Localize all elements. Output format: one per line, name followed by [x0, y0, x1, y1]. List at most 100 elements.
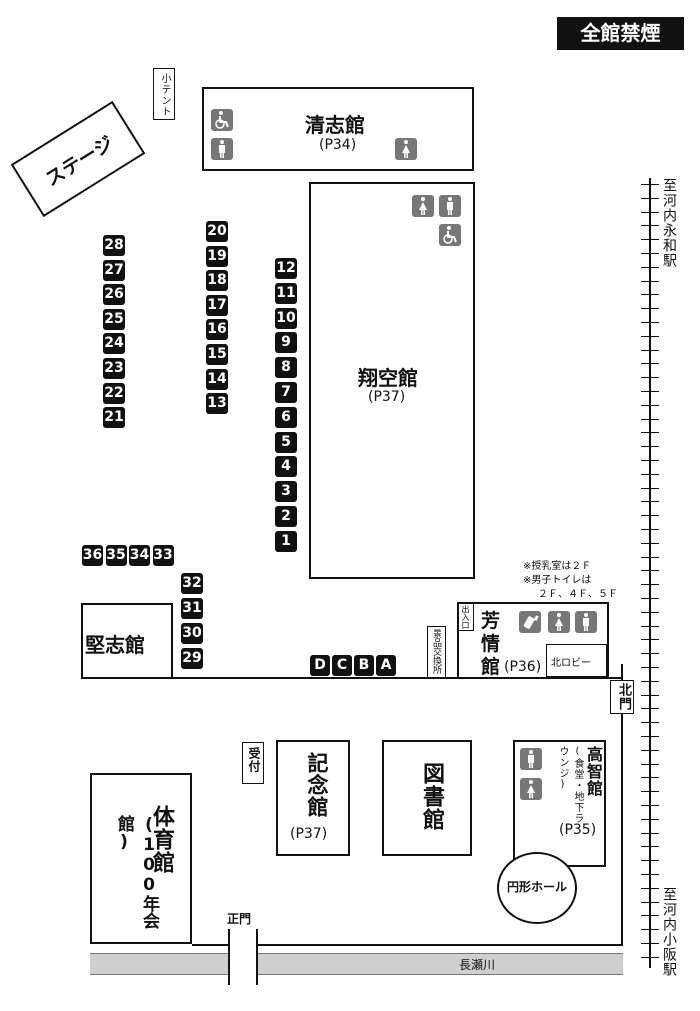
booth-6[interactable]: 6 — [275, 406, 297, 428]
booth-33[interactable]: 33 — [152, 545, 174, 566]
building-seishi-page: (P34) — [319, 137, 357, 153]
booth-3[interactable]: 3 — [275, 481, 297, 503]
building-tosho[interactable]: 図書館 — [382, 740, 472, 856]
note-floors: ２Ｆ、４Ｆ、５Ｆ — [538, 589, 618, 600]
river: 長瀬川 — [90, 953, 623, 975]
female-toilet-icon — [520, 778, 542, 800]
building-seishi[interactable]: 清志館 (P34) — [202, 87, 474, 171]
no-smoking-text: 全館禁煙 — [580, 21, 661, 45]
railway-tick — [641, 612, 659, 613]
booth-1[interactable]: 1 — [275, 530, 297, 552]
railway-tick — [641, 860, 659, 861]
building-seishi-name: 清志館 — [305, 113, 365, 137]
railway-tick — [641, 281, 659, 282]
railway-tick — [641, 874, 659, 875]
railway-tick — [641, 653, 659, 654]
booth-5[interactable]: 5 — [275, 431, 297, 453]
booth-22[interactable]: 22 — [103, 382, 125, 404]
railway-tick — [641, 639, 659, 640]
booth-21[interactable]: 21 — [103, 407, 125, 429]
building-houjou-name-1: 芳 — [481, 610, 501, 632]
booth-D[interactable]: D — [310, 655, 330, 676]
east-road-line — [621, 664, 623, 946]
railway-tick — [641, 529, 659, 530]
railway-tick — [641, 446, 659, 447]
circle-hall[interactable]: 円形ホール — [497, 852, 577, 924]
railway-tick — [641, 350, 659, 351]
booth-11[interactable]: 11 — [275, 282, 297, 304]
railway-tick — [641, 377, 659, 378]
railway-tick — [641, 846, 659, 847]
small-tent-label: 小テント — [159, 73, 170, 117]
booth-13[interactable]: 13 — [206, 393, 228, 415]
booth-B[interactable]: B — [354, 655, 374, 676]
booth-7[interactable]: 7 — [275, 382, 297, 403]
notes: ※授乳室は２Ｆ ※男子トイレは ２Ｆ、４Ｆ、５Ｆ — [523, 560, 618, 602]
booth-32[interactable]: 32 — [181, 573, 203, 594]
booth-10[interactable]: 10 — [275, 307, 297, 329]
railway-tick — [641, 557, 659, 558]
building-kinen-page: (P37) — [290, 826, 328, 842]
booth-20[interactable]: 20 — [206, 221, 228, 242]
booth-14[interactable]: 14 — [206, 368, 228, 390]
railway-tick — [641, 336, 659, 337]
building-houjou[interactable]: 出入口 芳 情 館 (P36) 北ロビー — [457, 602, 609, 679]
booth-26[interactable]: 26 — [103, 284, 125, 306]
small-tent[interactable]: 小テント — [153, 68, 175, 120]
building-kochi[interactable]: 高智館 (食堂・地下ラウンジ) (P35) — [513, 740, 606, 867]
stage[interactable]: ステージ — [10, 100, 146, 218]
building-taiiku[interactable]: 体育館 (100年会館) — [90, 773, 192, 944]
booth-9[interactable]: 9 — [275, 332, 297, 354]
railway-tick — [641, 929, 659, 930]
building-houjou-name-3: 館 — [481, 656, 501, 678]
railway-tick — [641, 501, 659, 502]
booth-24[interactable]: 24 — [103, 333, 125, 355]
main-gate-label: 正門 — [227, 912, 252, 926]
booth-30[interactable]: 30 — [181, 623, 203, 644]
building-tosho-name: 図書館 — [419, 762, 444, 831]
houjou-entrance-label: 出入口 — [461, 605, 470, 629]
booth-19[interactable]: 19 — [206, 245, 228, 267]
booth-28[interactable]: 28 — [103, 235, 125, 256]
railway-tick — [641, 267, 659, 268]
booth-12[interactable]: 12 — [275, 258, 297, 279]
building-shoku[interactable]: 翔空館 (P37) — [309, 182, 475, 579]
railway-tick — [641, 750, 659, 751]
railway-tick — [641, 902, 659, 903]
railway-tick — [641, 432, 659, 433]
north-gate-label: 北門 — [616, 683, 631, 711]
reception[interactable]: 受付 — [242, 742, 264, 784]
railway-tick — [641, 239, 659, 240]
building-shoku-name: 翔空館 — [358, 366, 418, 390]
prize-exchange[interactable]: 景品交換所 — [427, 626, 446, 678]
booth-35[interactable]: 35 — [105, 545, 127, 566]
booth-8[interactable]: 8 — [275, 357, 297, 379]
booth-23[interactable]: 23 — [103, 358, 125, 379]
booth-C[interactable]: C — [332, 655, 352, 676]
booth-31[interactable]: 31 — [181, 598, 203, 619]
booth-36[interactable]: 36 — [82, 545, 103, 566]
main-gate[interactable] — [228, 929, 258, 985]
female-toilet-icon — [412, 195, 434, 217]
reception-label: 受付 — [247, 747, 261, 773]
booth-4[interactable]: 4 — [275, 456, 297, 478]
railway-tick — [641, 915, 659, 916]
booth-34[interactable]: 34 — [129, 545, 150, 566]
booth-25[interactable]: 25 — [103, 308, 125, 330]
booth-15[interactable]: 15 — [206, 344, 228, 365]
booth-18[interactable]: 18 — [206, 270, 228, 292]
north-lobby[interactable]: 北ロビー — [546, 644, 607, 677]
booth-2[interactable]: 2 — [275, 506, 297, 527]
booth-29[interactable]: 29 — [181, 648, 203, 669]
booth-17[interactable]: 17 — [206, 294, 228, 316]
houjou-entrance[interactable]: 出入口 — [459, 604, 474, 631]
north-gate[interactable]: 北門 — [610, 680, 634, 714]
booth-A[interactable]: A — [376, 655, 396, 676]
building-kenshi[interactable]: 堅志館 — [81, 603, 173, 679]
stage-label: ステージ — [41, 132, 118, 191]
railway-tick — [641, 833, 659, 834]
railway-tick — [641, 198, 659, 199]
booth-27[interactable]: 27 — [103, 259, 125, 281]
booth-16[interactable]: 16 — [206, 319, 228, 341]
building-kinen[interactable]: 記念館 (P37) — [276, 740, 350, 856]
